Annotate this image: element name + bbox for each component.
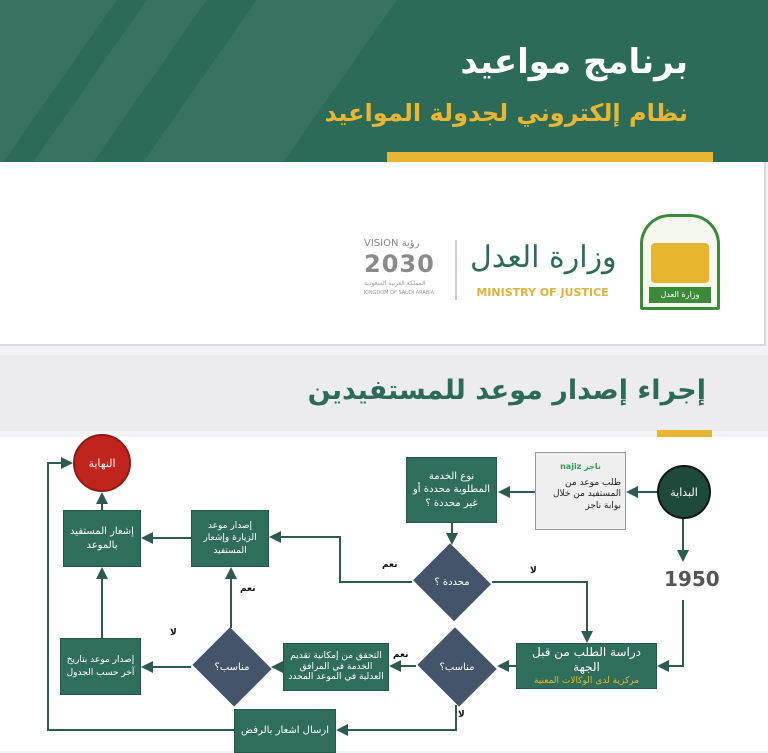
emblem-text: وزارة العدل bbox=[649, 287, 711, 303]
vision-label: VISION رؤية bbox=[364, 238, 420, 249]
vision-year: 2030 bbox=[364, 250, 435, 278]
vision-sub-ar: المملكة العربية السعودية bbox=[364, 280, 426, 287]
book-scales-icon bbox=[651, 243, 709, 283]
najiz-logo: ناجز najiz bbox=[560, 462, 601, 471]
suitable-label-2: مناسب؟ bbox=[214, 661, 250, 673]
no-label: لا bbox=[170, 628, 177, 638]
vision-sub-en: KINGDOM OF SAUDI ARABIA bbox=[364, 290, 435, 296]
logo-divider bbox=[455, 240, 457, 300]
notify-box: إشعار المستفيد بالموعد bbox=[63, 510, 141, 567]
logo-card: وزارة العدل وزارة العدل MINISTRY OF JUST… bbox=[0, 162, 766, 346]
reject-box: ارسال اشعار بالرفض bbox=[234, 709, 336, 753]
reschedule-box: إصدار موعد بتاريخ آخر حسب الجدول bbox=[60, 638, 141, 695]
flowchart-area bbox=[0, 437, 768, 751]
header-banner bbox=[0, 0, 768, 162]
study-text: دراسة الطلب من قبل الجهة bbox=[531, 645, 641, 674]
najiz-request-box: ناجز najiz طلب موعد من المستفيد من خلال … bbox=[535, 452, 626, 530]
page-title: برنامج مواعيد bbox=[460, 42, 688, 82]
page-subtitle: نظام إلكتروني لجدولة المواعيد bbox=[324, 99, 688, 127]
yes-label: نعم bbox=[382, 560, 398, 570]
issue-visit-box: إصدار موعد الزيارة وإشعار المستفيد bbox=[191, 510, 269, 567]
no-label: لا bbox=[458, 710, 465, 720]
end-node: النهاية bbox=[73, 434, 131, 492]
section-title: إجراء إصدار موعد للمستفيدين bbox=[307, 375, 706, 406]
no-label: لا bbox=[530, 566, 537, 576]
verify-box: التحقق من إمكانية تقديم الخدمة في المراف… bbox=[283, 643, 389, 691]
specified-label: محددة ؟ bbox=[434, 576, 470, 588]
ministry-name-ar: وزارة العدل bbox=[470, 240, 617, 275]
hotline-logo: 1950 bbox=[664, 567, 720, 591]
yes-label: نعم bbox=[393, 650, 409, 660]
najiz-request-text: طلب موعد من المستفيد من خلال بوابة ناجز bbox=[552, 478, 621, 511]
ministry-emblem: وزارة العدل bbox=[640, 214, 720, 310]
section-header bbox=[0, 355, 768, 431]
ministry-name-en: MINISTRY OF JUSTICE bbox=[476, 286, 609, 299]
yes-label: نعم bbox=[240, 584, 256, 594]
section-accent-bar bbox=[657, 430, 712, 437]
suitable-decision-1: مناسب؟ bbox=[416, 628, 498, 706]
suitable-decision-2: مناسب؟ bbox=[191, 628, 273, 706]
study-box: دراسة الطلب من قبل الجهة مركزية لدى الوك… bbox=[516, 643, 657, 689]
start-node: البداية bbox=[657, 465, 711, 519]
study-subtext: مركزية لدى الوكالات المعنية bbox=[533, 676, 640, 686]
specified-decision: محددة ؟ bbox=[412, 544, 492, 620]
service-type-box: نوع الخدمة المطلوبة محددة أو غير محددة ؟ bbox=[406, 457, 497, 523]
suitable-label-1: مناسب؟ bbox=[439, 661, 475, 673]
